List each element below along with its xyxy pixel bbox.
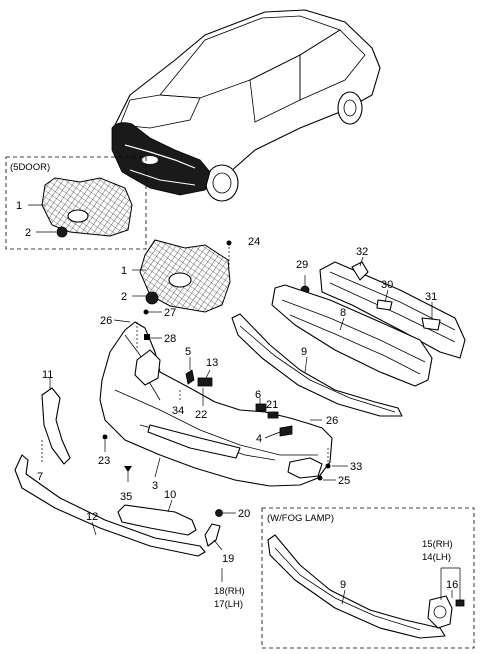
car-illustration xyxy=(111,9,381,202)
callout-5: 5 xyxy=(185,346,191,358)
callout-1-box: 1 xyxy=(16,200,22,212)
callout-12: 12 xyxy=(86,511,98,523)
callout-28: 28 xyxy=(164,333,176,345)
grille-emblem xyxy=(168,272,192,288)
bumper-cover-group: 3 26 26 xyxy=(99,315,338,492)
beam-bracket-32 xyxy=(351,261,369,281)
lower-spoiler-group: 9 xyxy=(231,313,403,417)
callout-17: 17(LH) xyxy=(214,599,243,610)
callout-24: 24 xyxy=(248,236,260,248)
callout-4: 4 xyxy=(256,433,262,445)
beam-bracket-30 xyxy=(376,299,393,311)
back-beam xyxy=(319,261,466,359)
callout-9: 9 xyxy=(301,346,307,358)
fog-lamp-unit xyxy=(427,595,453,629)
fog-lower-grille xyxy=(267,534,446,639)
callout-21: 21 xyxy=(266,399,278,411)
fog-lamp-section: (W/FOG LAMP) 9 15(RH) 14(LH) 16 xyxy=(261,507,475,649)
callout-20: 20 xyxy=(238,508,250,520)
beam-bracket-31 xyxy=(421,317,441,331)
callout-13: 13 xyxy=(206,357,218,369)
callout-6: 6 xyxy=(255,389,261,401)
five-door-emblem-part xyxy=(56,226,68,238)
callout-32: 32 xyxy=(356,246,368,258)
callout-26-left: 26 xyxy=(100,315,112,327)
callout-3: 3 xyxy=(152,480,158,492)
emblem-part xyxy=(145,291,159,305)
screw-24: 24 xyxy=(226,236,260,268)
fog-cover-10 xyxy=(117,504,197,536)
callout-22: 22 xyxy=(195,409,207,421)
callout-23: 23 xyxy=(98,455,110,467)
front-bumper-cover xyxy=(99,321,333,487)
clips-and-fasteners: 27 28 5 34 13 22 6 21 4 33 25 23 35 xyxy=(98,307,362,503)
callout-11: 11 xyxy=(42,369,53,381)
callout-2-box: 2 xyxy=(25,227,31,239)
five-door-label: (5DOOR) xyxy=(10,162,50,173)
callout-15: 15(RH) xyxy=(422,539,453,550)
five-door-emblem xyxy=(67,209,89,223)
fog-cover-group: 10 20 19 18(RH) 17(LH) xyxy=(117,489,250,610)
inner-bracket-left xyxy=(134,349,161,386)
side-molding-11 xyxy=(41,387,71,465)
callout-26-right: 26 xyxy=(326,415,338,427)
callout-31: 31 xyxy=(425,291,437,303)
callout-25: 25 xyxy=(338,475,350,487)
bumper-beam-assembly: 29 32 30 31 8 xyxy=(271,246,466,387)
callout-18: 18(RH) xyxy=(214,586,245,597)
lower-strip-12 xyxy=(14,454,206,557)
bumper-fog-opening-right xyxy=(287,457,323,479)
fog-lamp-dashed-box xyxy=(261,507,475,649)
fog-lamp-label: (W/FOG LAMP) xyxy=(267,513,334,524)
callout-30: 30 xyxy=(381,279,393,291)
callout-2: 2 xyxy=(121,291,127,303)
callout-29: 29 xyxy=(296,259,308,271)
callout-10: 10 xyxy=(164,489,176,501)
callout-7: 7 xyxy=(37,471,43,483)
five-door-grille xyxy=(41,177,133,237)
bumper-center-opening xyxy=(147,424,241,459)
callout-14: 14(LH) xyxy=(422,552,451,563)
five-door-dashed-box xyxy=(5,156,147,250)
five-door-section: (5DOOR) 1 2 xyxy=(5,156,147,250)
callout-1: 1 xyxy=(121,265,127,277)
lower-spoiler xyxy=(231,313,403,417)
callout-8: 8 xyxy=(340,307,346,319)
callout-27: 27 xyxy=(164,307,176,319)
callout-33: 33 xyxy=(350,461,362,473)
energy-absorber xyxy=(271,284,433,387)
side-parts: 11 7 12 xyxy=(14,369,206,557)
main-grille-group: 1 2 xyxy=(121,239,231,313)
callout-9-fog: 9 xyxy=(340,579,346,591)
callout-16: 16 xyxy=(446,579,458,591)
callout-34: 34 xyxy=(172,405,184,417)
fog-bracket-19 xyxy=(204,523,221,547)
callout-35: 35 xyxy=(120,491,132,503)
callout-19: 19 xyxy=(222,553,234,565)
